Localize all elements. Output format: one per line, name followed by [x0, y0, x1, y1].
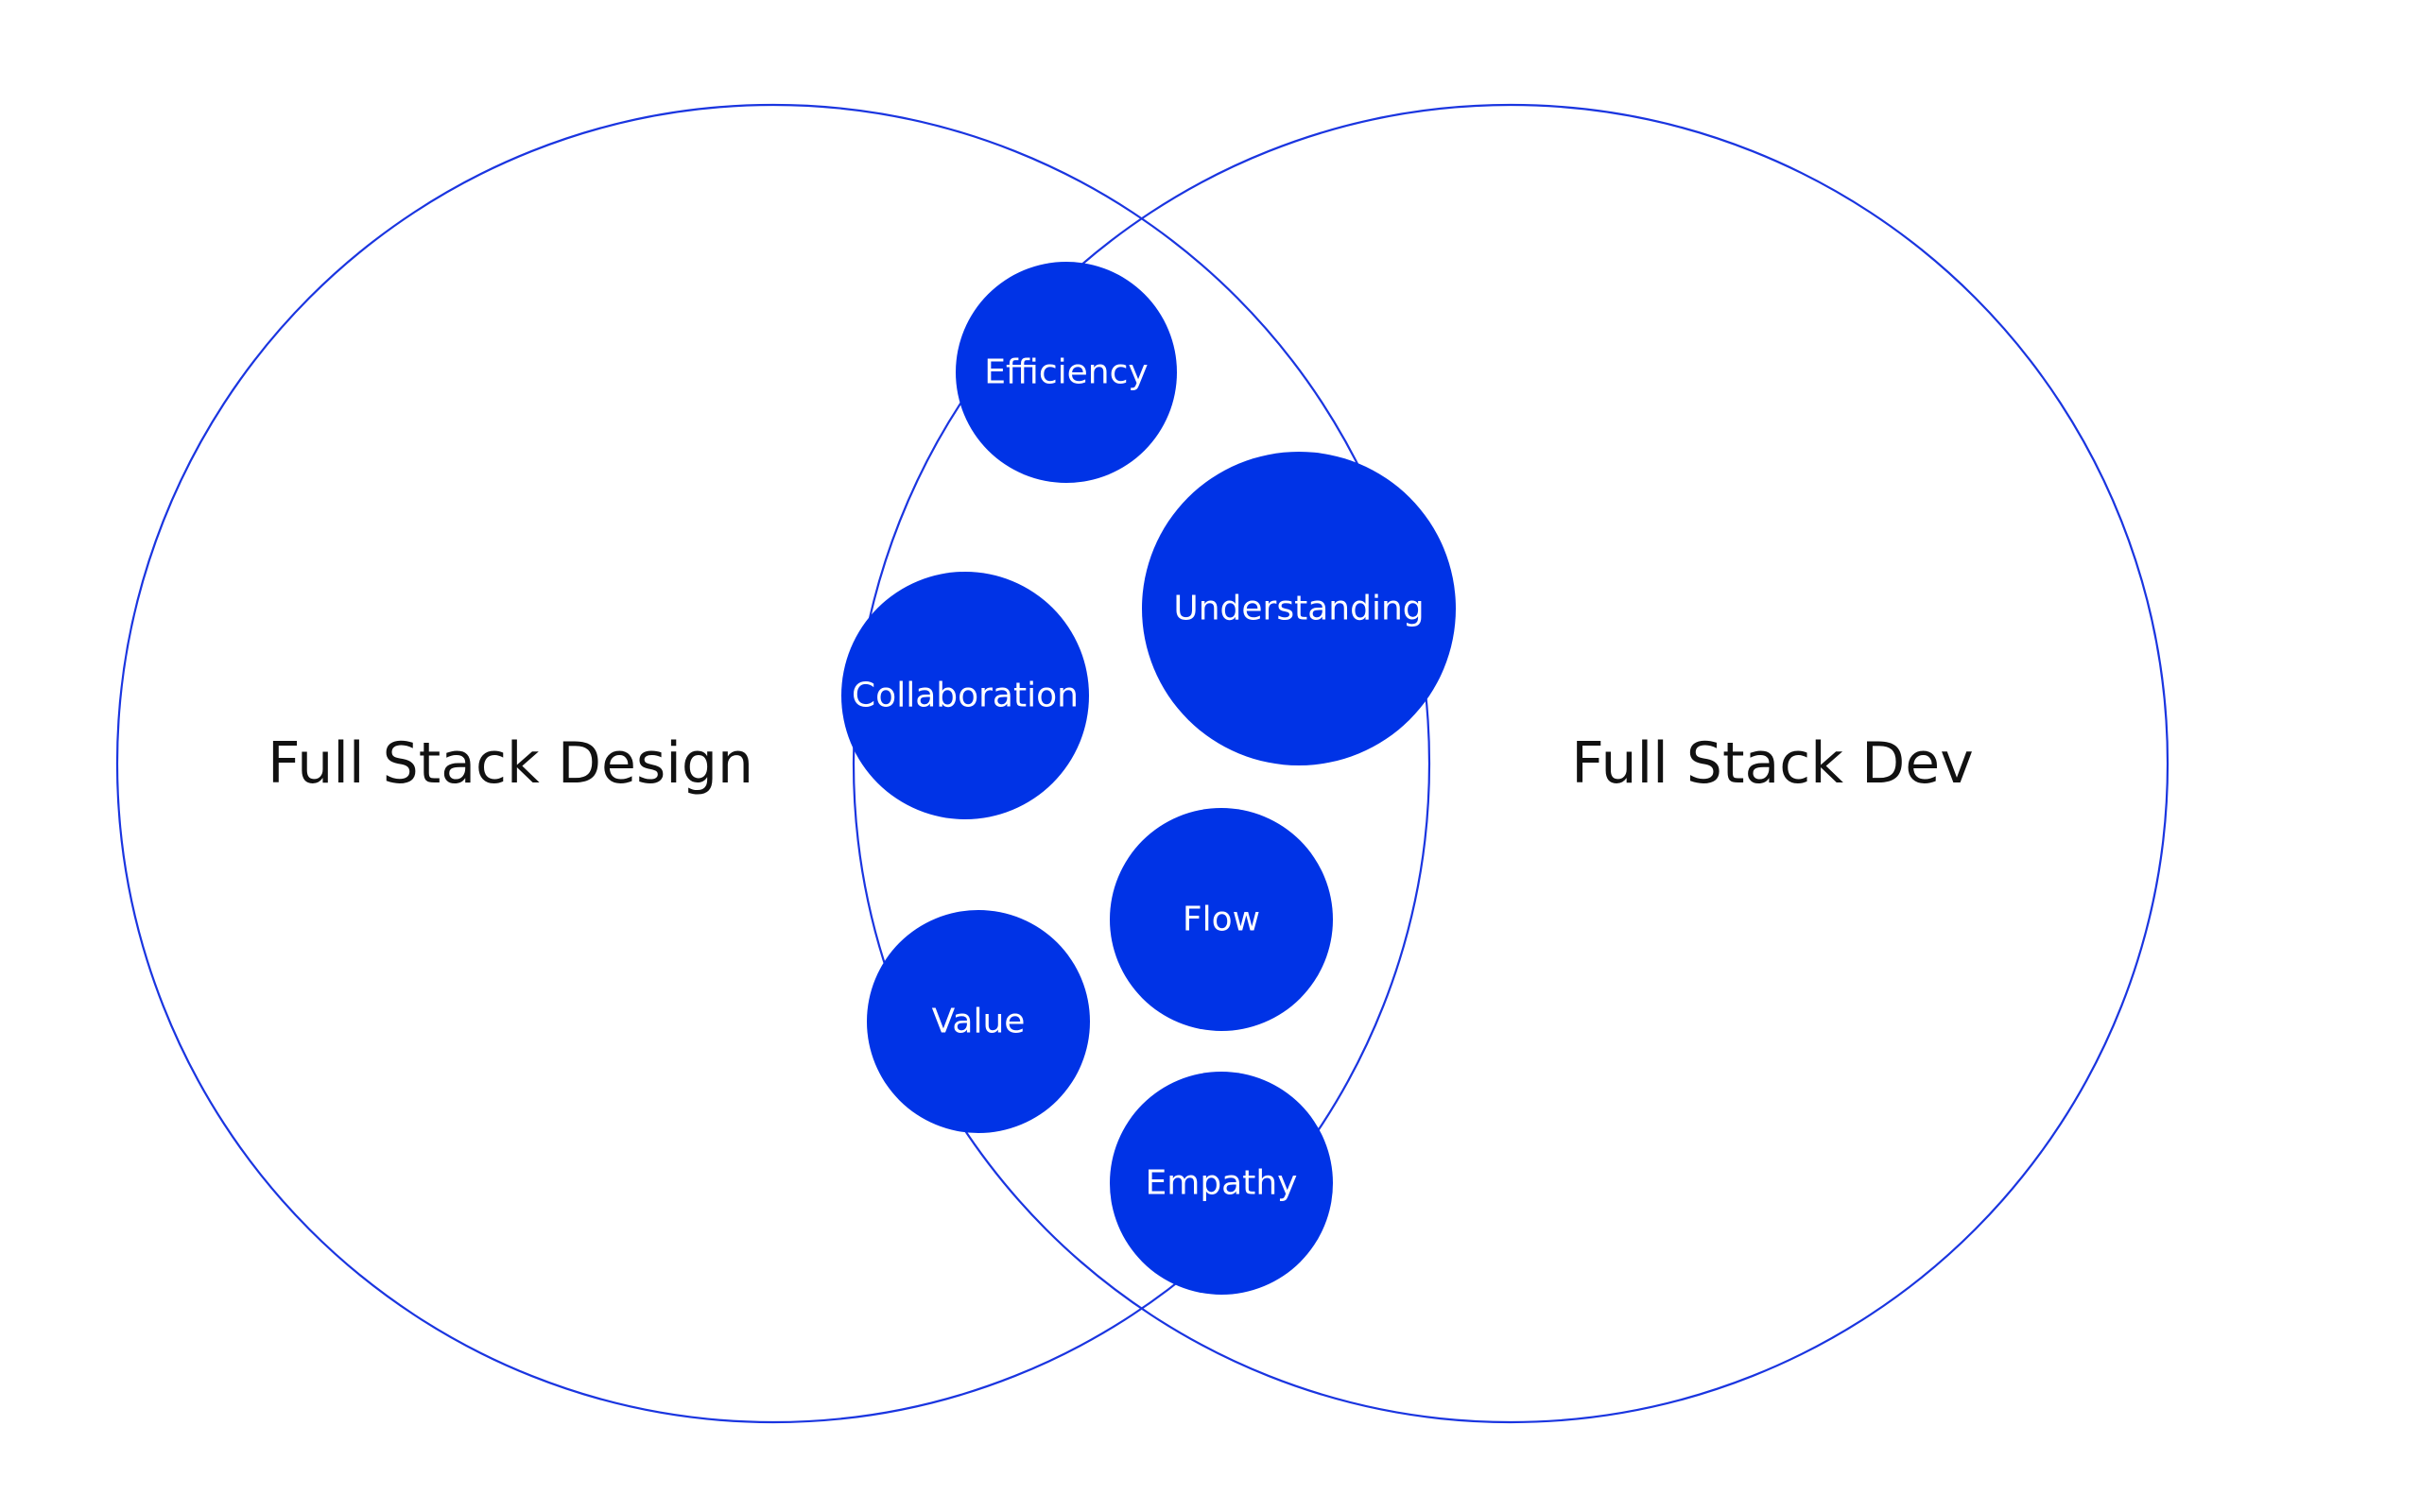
set-dev: Full Stack Dev — [852, 103, 2169, 1424]
bubble-collaboration-circle — [841, 572, 1089, 819]
bubble-collaboration: Collaboration — [841, 572, 1089, 819]
bubble-flow-label: Flow — [1183, 901, 1260, 939]
bubble-understanding-circle — [1142, 452, 1456, 765]
bubble-efficiency: Efficiency — [956, 262, 1177, 483]
bubble-efficiency-label: Efficiency — [984, 353, 1148, 392]
bubble-flow-circle — [1110, 808, 1333, 1031]
set-design-label: Full Stack Design — [268, 730, 753, 797]
bubble-understanding-label: Understanding — [1173, 590, 1424, 628]
bubble-flow: Flow — [1110, 808, 1333, 1031]
bubble-value: Value — [867, 910, 1090, 1133]
set-design: Full Stack Design — [115, 103, 1431, 1424]
set-dev-outline — [852, 103, 2169, 1424]
bubble-value-label: Value — [932, 1003, 1026, 1041]
bubble-empathy-circle — [1110, 1072, 1333, 1295]
bubble-value-circle — [867, 910, 1090, 1133]
bubble-understanding: Understanding — [1142, 452, 1456, 765]
bubble-empathy: Empathy — [1110, 1072, 1333, 1295]
set-design-outline — [115, 103, 1431, 1424]
bubble-efficiency-circle — [956, 262, 1177, 483]
set-dev-label: Full Stack Dev — [1571, 730, 1973, 797]
bubble-collaboration-label: Collaboration — [852, 677, 1079, 715]
bubble-empathy-label: Empathy — [1146, 1164, 1298, 1203]
